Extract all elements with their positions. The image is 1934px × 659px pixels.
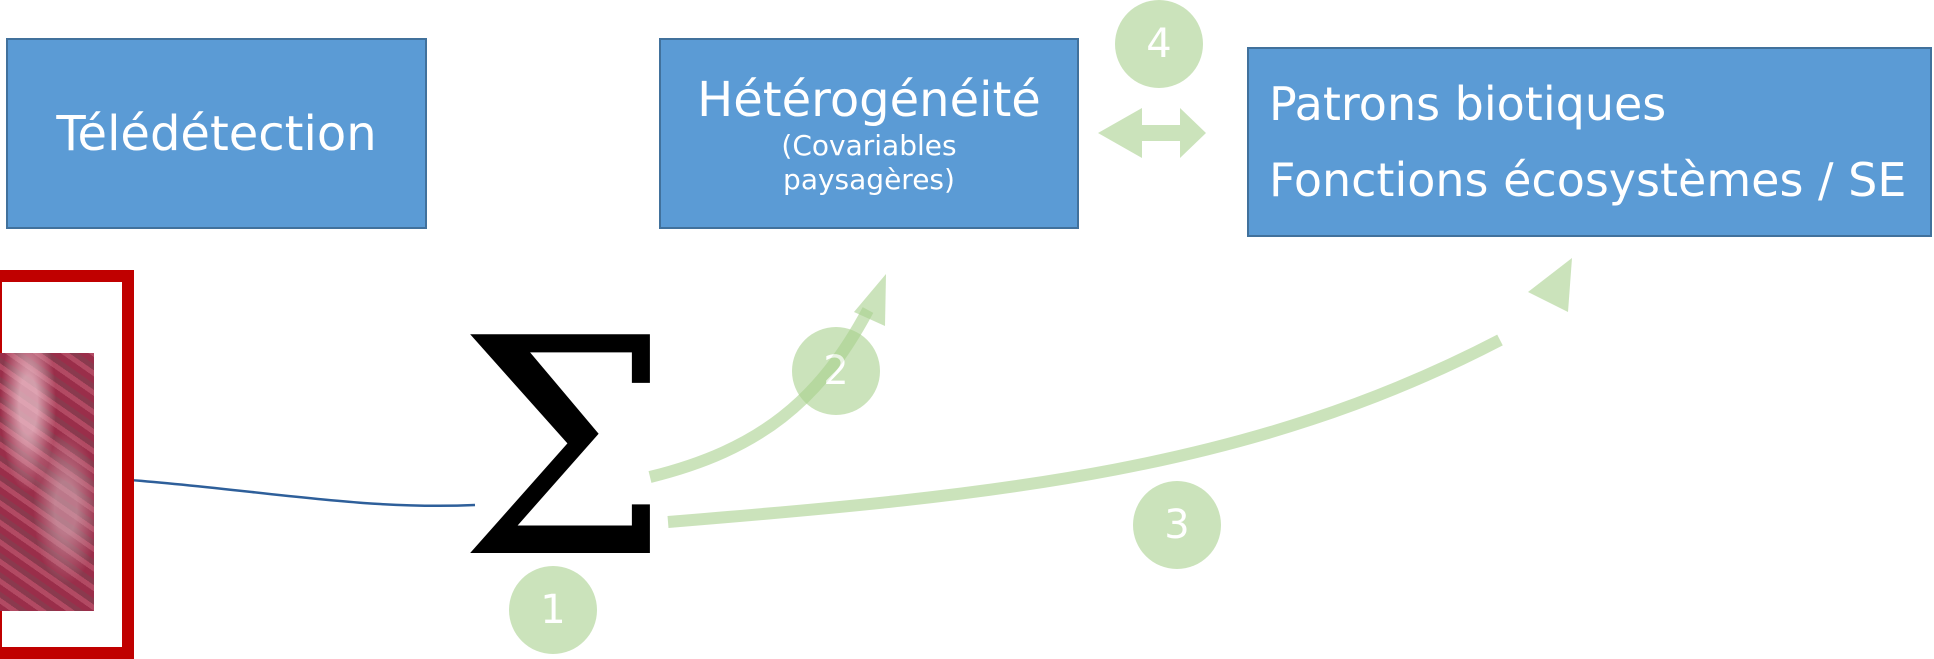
heterogeneite-subtitle-line2: paysagères)	[783, 162, 955, 196]
arrow-3-head	[1528, 258, 1572, 312]
patrons-line1: Patrons biotiques	[1269, 77, 1667, 131]
satellite-image	[0, 353, 94, 611]
heterogeneite-box: Hétérogénéité (Covariables paysagères)	[659, 38, 1079, 229]
badge-2: 2	[792, 327, 880, 415]
teledetection-label: Télédétection	[56, 105, 377, 162]
patrons-box: Patrons biotiques Fonctions écosystèmes …	[1247, 47, 1932, 237]
heterogeneite-title: Hétérogénéité	[697, 71, 1041, 128]
double-arrow-4	[1098, 108, 1206, 158]
arrow-3	[667, 334, 1503, 528]
connector-line	[129, 478, 476, 508]
badge-3: 3	[1133, 481, 1221, 569]
patrons-line2: Fonctions écosystèmes / SE	[1269, 153, 1907, 207]
badge-1: 1	[509, 566, 597, 654]
heterogeneite-subtitle-line1: (Covariables	[781, 128, 957, 162]
teledetection-box: Télédétection	[6, 38, 427, 229]
arrow-2-head	[854, 274, 886, 326]
badge-4: 4	[1115, 0, 1203, 88]
sigma-symbol: Σ	[458, 275, 671, 624]
